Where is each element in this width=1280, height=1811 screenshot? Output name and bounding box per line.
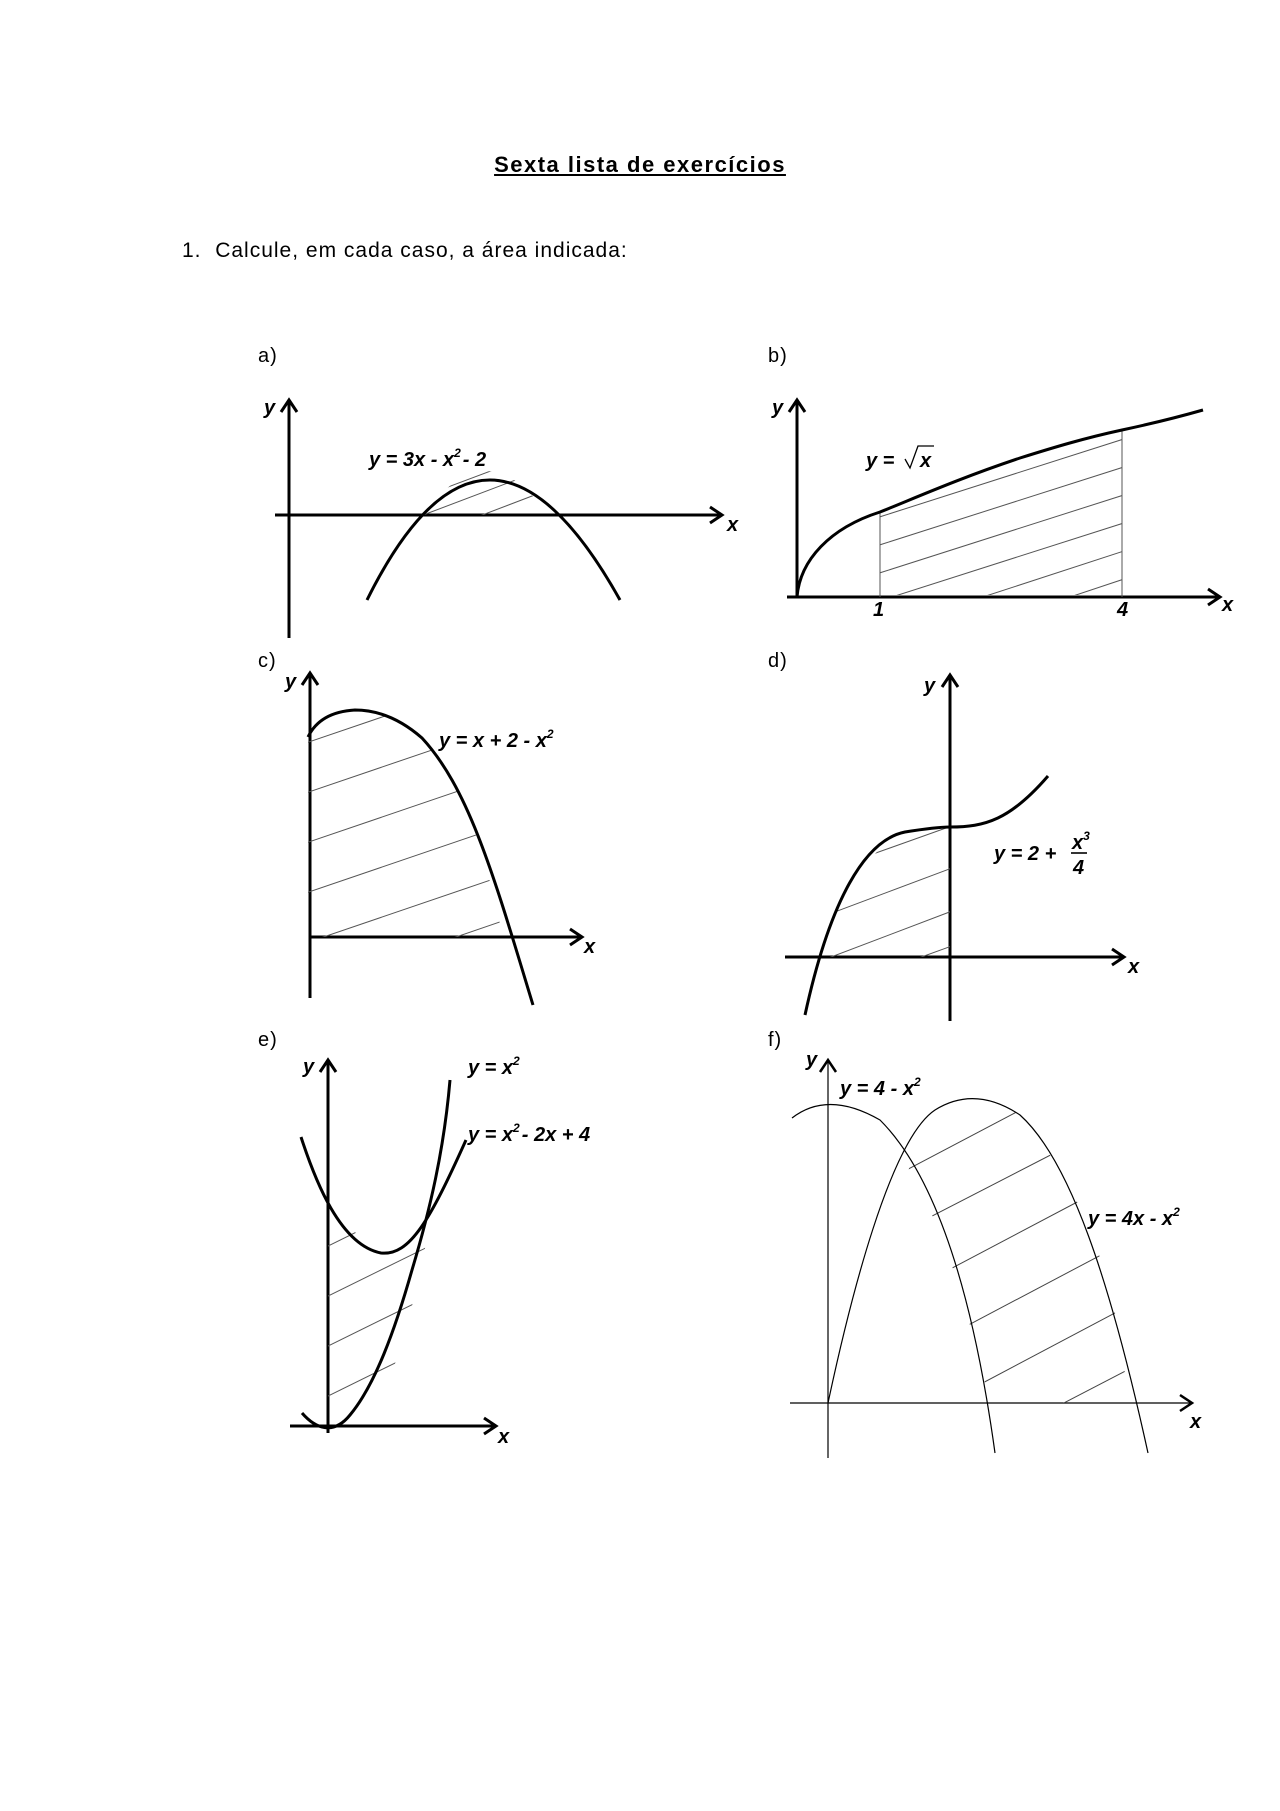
graph-d-y-label: y (923, 675, 936, 697)
panel-e-label: e) (258, 1029, 278, 1051)
graph-d-equation-denominator: 4 (1072, 857, 1084, 879)
graph-c-y-arrow (300, 670, 320, 686)
graph-b-x-arrow (1207, 587, 1223, 607)
panel-d-label: d) (768, 650, 788, 672)
graph-e-x-label: x (497, 1426, 510, 1448)
graph-e-x-arrow (483, 1416, 499, 1436)
graph-a-x-label: x (726, 514, 739, 536)
graph-a-y-label: y (263, 397, 276, 419)
graph-c-x-label: x (583, 936, 596, 958)
page-title: Sexta lista de exercícios (494, 152, 786, 177)
graph-b-curve (795, 408, 1204, 598)
graph-c-y-label: y (284, 671, 297, 693)
graph-b-tick-1: 1 (873, 599, 884, 621)
graph-e-curve-x2 (300, 1079, 452, 1430)
graph-f-x-label: x (1189, 1411, 1202, 1433)
graph-b-tick-4: 4 (1116, 599, 1128, 621)
question-number: 1. (182, 239, 202, 262)
graph-e (290, 1057, 499, 1436)
graph-b-equation-radicand: x (919, 450, 932, 472)
graph-a (275, 397, 725, 638)
graph-c-equation: y = x + 2 - x2 (438, 727, 554, 752)
question-1: 1. Calcule, em cada caso, a área indicad… (182, 239, 628, 263)
graph-a-y-arrow (279, 397, 299, 413)
panel-b-label: b) (768, 345, 788, 367)
graph-f (790, 1057, 1195, 1458)
graph-e-y-arrow (318, 1057, 338, 1073)
graph-e-y-label: y (302, 1056, 315, 1078)
panel-c-label: c) (258, 650, 277, 672)
graph-b-x-label: x (1221, 594, 1234, 616)
graph-a-x-arrow (709, 505, 725, 525)
graph-e-equation-2: y = x2- 2x + 4 (467, 1121, 590, 1146)
graph-a-shading (424, 471, 548, 515)
graph-b-y-label: y (771, 397, 784, 419)
graph-d-y-arrow (940, 672, 960, 688)
graph-b-equation-lhs: y = (865, 450, 895, 472)
graph-f-equation-2: y = 4x - x2 (1087, 1205, 1180, 1230)
graph-e-equation-1: y = x2 (467, 1054, 520, 1079)
panel-f-label: f) (768, 1029, 783, 1051)
graph-f-y-label: y (805, 1049, 818, 1071)
graph-d-x-arrow (1111, 947, 1127, 967)
graph-f-equation-1: y = 4 - x2 (839, 1075, 921, 1100)
graph-c (300, 670, 585, 1006)
graph-a-curve (365, 478, 622, 601)
graph-f-shading (908, 1104, 1128, 1403)
panel-a-label: a) (258, 345, 278, 367)
graph-f-y-arrow (818, 1057, 838, 1073)
graph-b-shading (880, 436, 1122, 595)
graph-b-radical-sign (904, 445, 934, 470)
graph-f-curve-4x-x2 (827, 1098, 1149, 1454)
graph-b-y-arrow (787, 397, 807, 413)
graph-d-curve (803, 775, 1050, 1016)
graph-c-x-arrow (569, 927, 585, 947)
graph-e-shading (328, 1195, 434, 1401)
graph-b (787, 397, 1223, 607)
graph-f-curve-4-x2 (791, 1103, 996, 1454)
graph-d-equation-lhs: y = 2 + (993, 843, 1057, 865)
graph-e-curve-shifted (299, 1136, 468, 1255)
graph-d (785, 672, 1127, 1021)
graph-c-curve (306, 708, 535, 1006)
question-text: Calcule, em cada caso, a área indicada: (215, 239, 628, 262)
graph-d-x-label: x (1127, 956, 1140, 978)
graph-a-equation: y = 3x - x2- 2 (368, 446, 486, 471)
graph-d-equation-numerator: x3 (1071, 829, 1090, 854)
graph-f-x-arrow (1179, 1393, 1195, 1413)
